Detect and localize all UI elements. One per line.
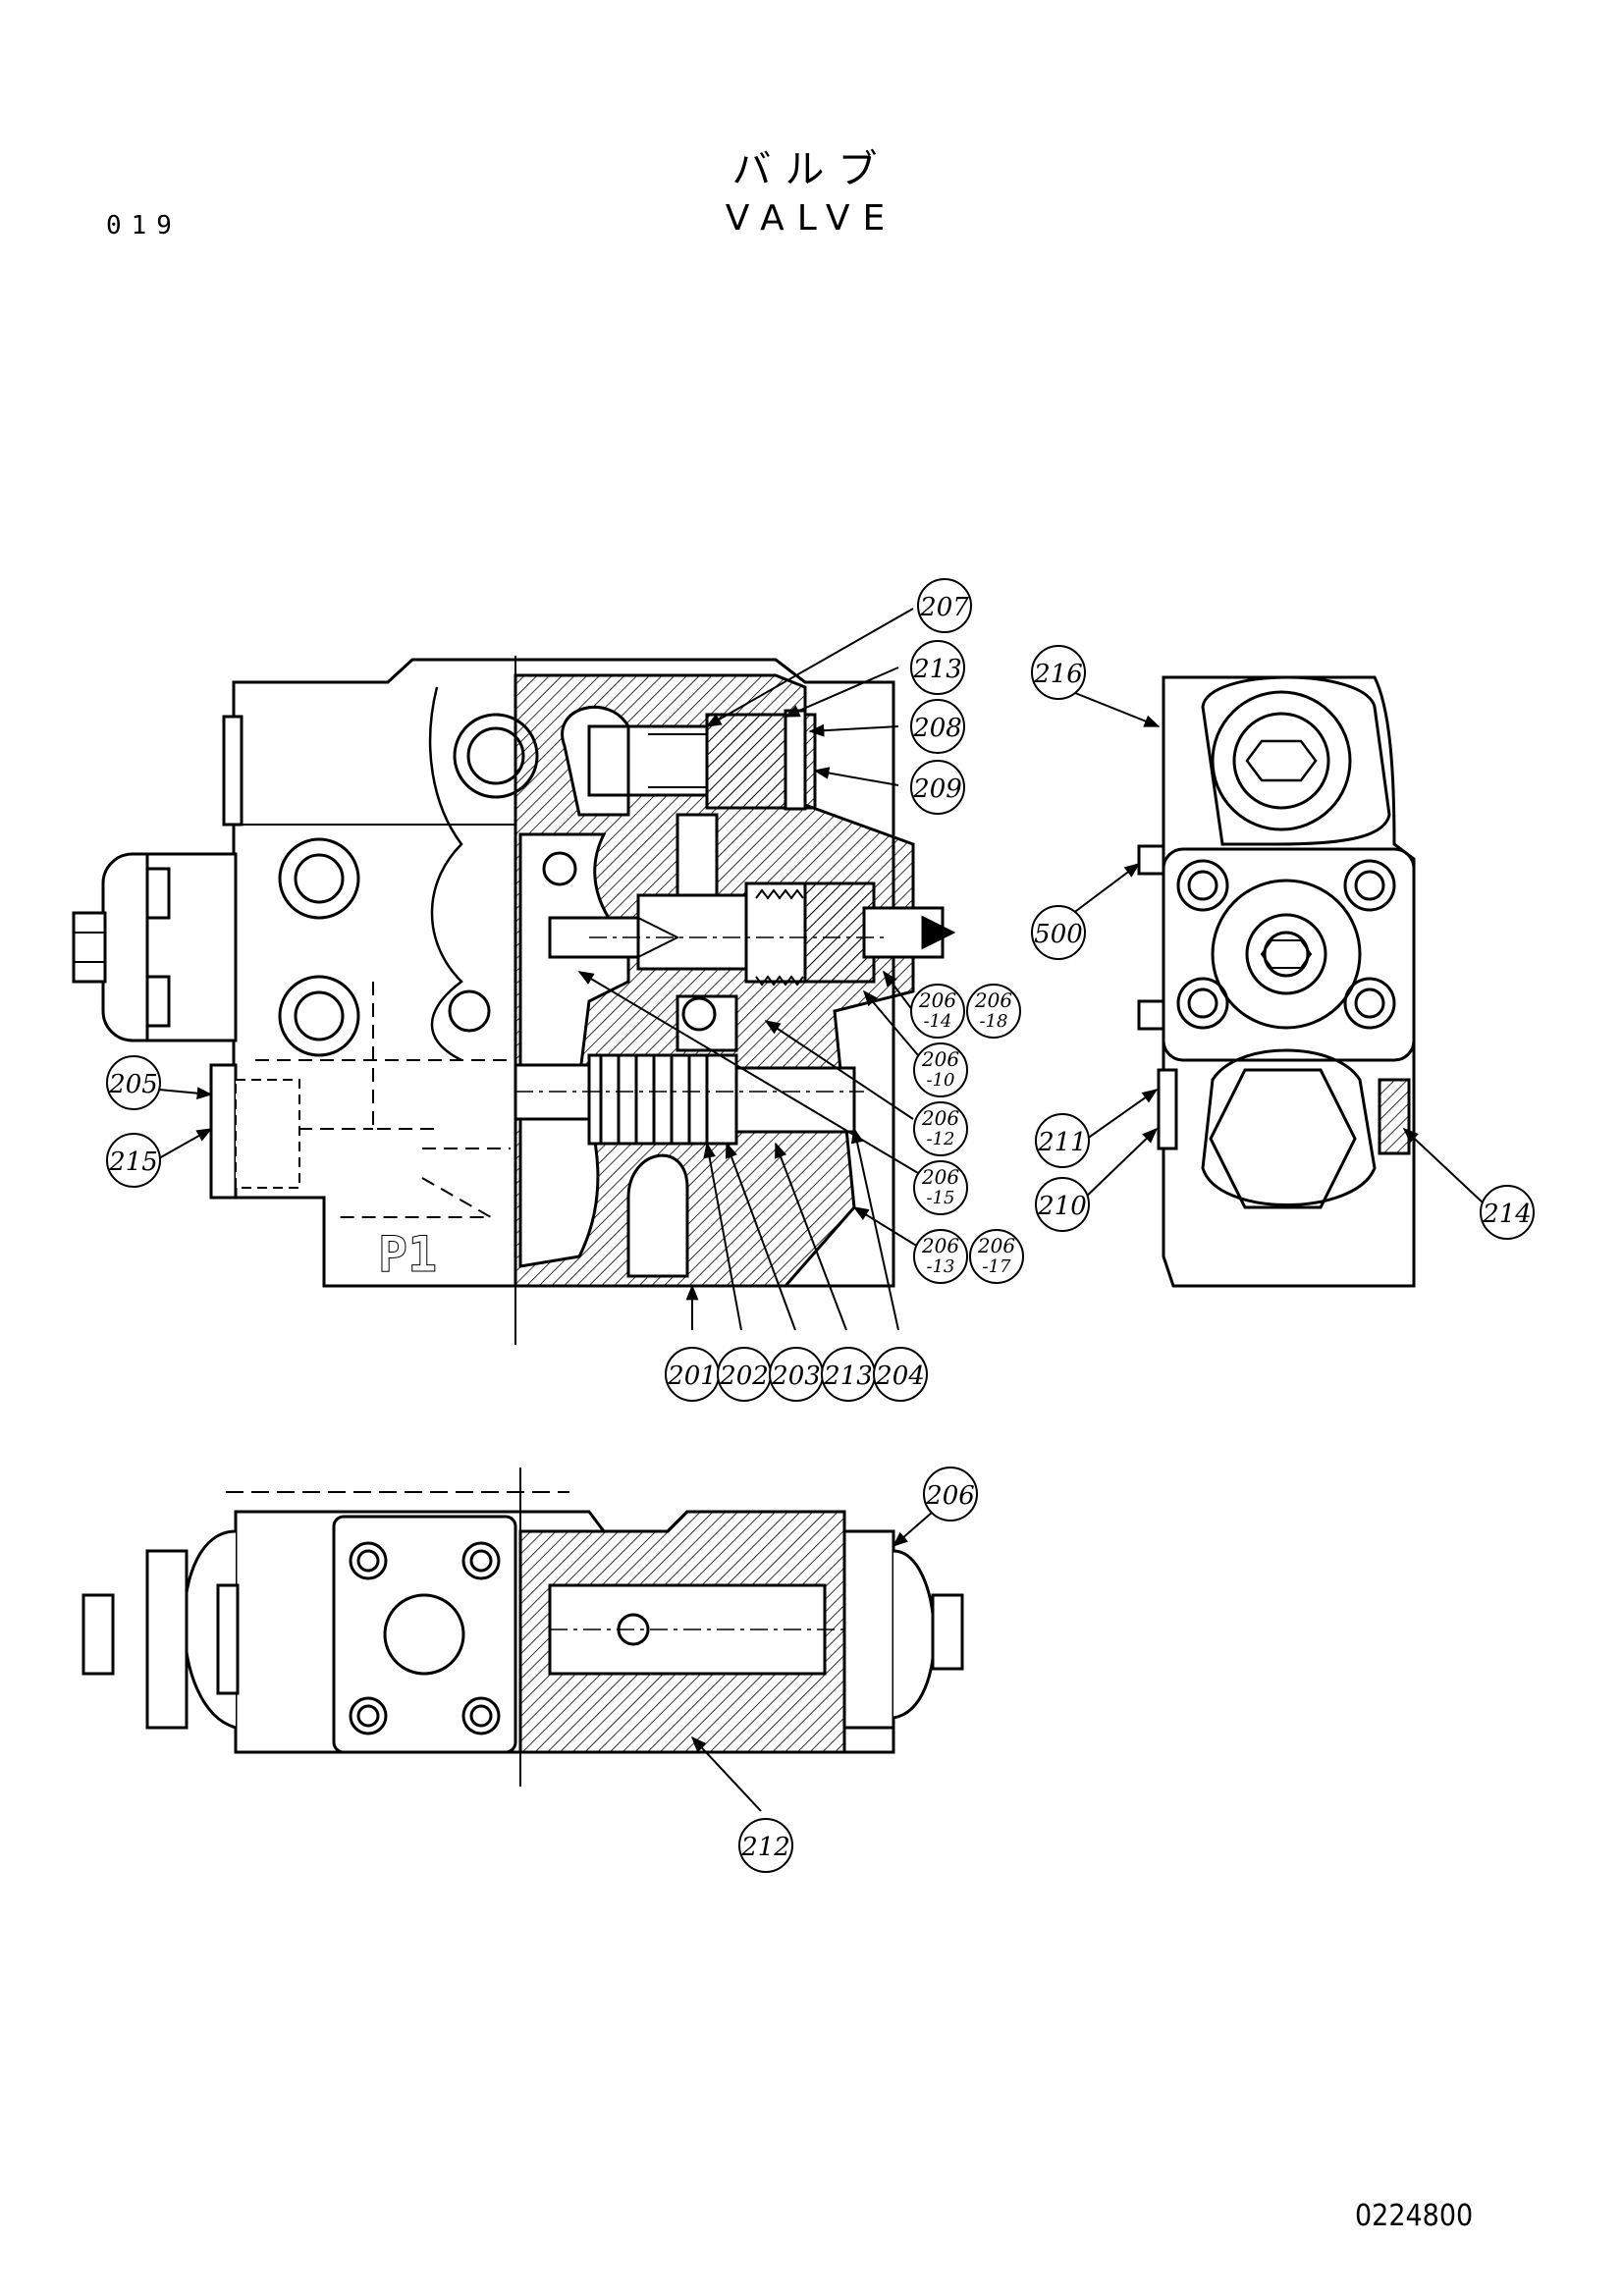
callout-214: 214 xyxy=(1480,1185,1535,1240)
callout-213-bottom: 213 xyxy=(821,1347,876,1402)
callout-209: 209 xyxy=(910,760,965,815)
svg-text:206: 206 xyxy=(974,988,1012,1012)
svg-text:500: 500 xyxy=(1034,920,1083,949)
svg-text:-14: -14 xyxy=(924,1011,952,1032)
svg-text:206: 206 xyxy=(977,1234,1015,1257)
svg-text:216: 216 xyxy=(1033,660,1083,689)
callout-204: 204 xyxy=(873,1347,928,1402)
callout-206-14: 206-14 xyxy=(910,984,965,1039)
title-english: VALVE xyxy=(725,198,898,239)
svg-text:206: 206 xyxy=(925,1481,975,1511)
callout-202: 202 xyxy=(717,1347,772,1402)
callout-206-bottom: 206 xyxy=(923,1467,978,1522)
callout-206-17: 206-17 xyxy=(969,1229,1024,1284)
callout-213-top: 213 xyxy=(910,640,965,695)
svg-text:-10: -10 xyxy=(927,1070,955,1091)
title-japanese: バルブ xyxy=(731,147,892,192)
callout-206-15: 206-15 xyxy=(913,1160,968,1215)
callout-207: 207 xyxy=(917,578,972,633)
svg-text:213: 213 xyxy=(823,1362,873,1391)
callout-216: 216 xyxy=(1031,645,1086,700)
page-number: 019 xyxy=(106,211,182,240)
svg-text:206: 206 xyxy=(921,1165,959,1189)
document-code: 0224800 xyxy=(1355,2199,1474,2233)
callout-212: 212 xyxy=(738,1818,793,1873)
svg-text:-15: -15 xyxy=(927,1188,955,1208)
svg-text:204: 204 xyxy=(875,1362,925,1391)
callout-215: 215 xyxy=(106,1133,161,1188)
callout-206-18: 206-18 xyxy=(966,984,1021,1039)
svg-text:-12: -12 xyxy=(927,1129,955,1149)
callout-205: 205 xyxy=(106,1055,161,1110)
callout-206-10: 206-10 xyxy=(913,1042,968,1097)
svg-text:213: 213 xyxy=(912,655,962,684)
bottom-view xyxy=(81,1468,964,1787)
callouts: 207 213 208 209 216 500 206-14 206-18 20… xyxy=(106,578,1535,1873)
leader-lines xyxy=(158,608,1484,1812)
port-label-p1: P1 xyxy=(378,1226,437,1283)
svg-text:206: 206 xyxy=(921,1106,959,1130)
svg-text:211: 211 xyxy=(1037,1128,1087,1157)
callout-201: 201 xyxy=(665,1347,720,1402)
svg-text:-17: -17 xyxy=(983,1256,1012,1277)
callout-206-13: 206-13 xyxy=(913,1229,968,1284)
callout-500: 500 xyxy=(1031,905,1086,960)
svg-text:212: 212 xyxy=(740,1833,790,1862)
svg-text:205: 205 xyxy=(108,1070,158,1099)
svg-text:215: 215 xyxy=(108,1148,158,1177)
svg-text:202: 202 xyxy=(719,1362,769,1391)
svg-text:206: 206 xyxy=(921,1047,959,1071)
svg-text:209: 209 xyxy=(912,774,962,804)
svg-text:210: 210 xyxy=(1037,1192,1087,1221)
svg-text:206: 206 xyxy=(918,988,956,1012)
callout-203: 203 xyxy=(769,1347,824,1402)
svg-text:203: 203 xyxy=(771,1362,821,1391)
callout-211: 211 xyxy=(1035,1113,1090,1168)
svg-text:201: 201 xyxy=(667,1362,717,1391)
svg-text:208: 208 xyxy=(912,714,962,743)
svg-text:-18: -18 xyxy=(980,1011,1008,1032)
callout-210: 210 xyxy=(1035,1177,1090,1232)
svg-text:214: 214 xyxy=(1482,1200,1532,1229)
svg-text:-13: -13 xyxy=(927,1256,955,1277)
svg-text:207: 207 xyxy=(919,593,969,622)
side-view xyxy=(1137,675,1416,1288)
front-view: P1 xyxy=(72,658,956,1288)
svg-text:206: 206 xyxy=(921,1234,959,1257)
callout-206-12: 206-12 xyxy=(913,1101,968,1156)
callout-208: 208 xyxy=(910,699,965,754)
